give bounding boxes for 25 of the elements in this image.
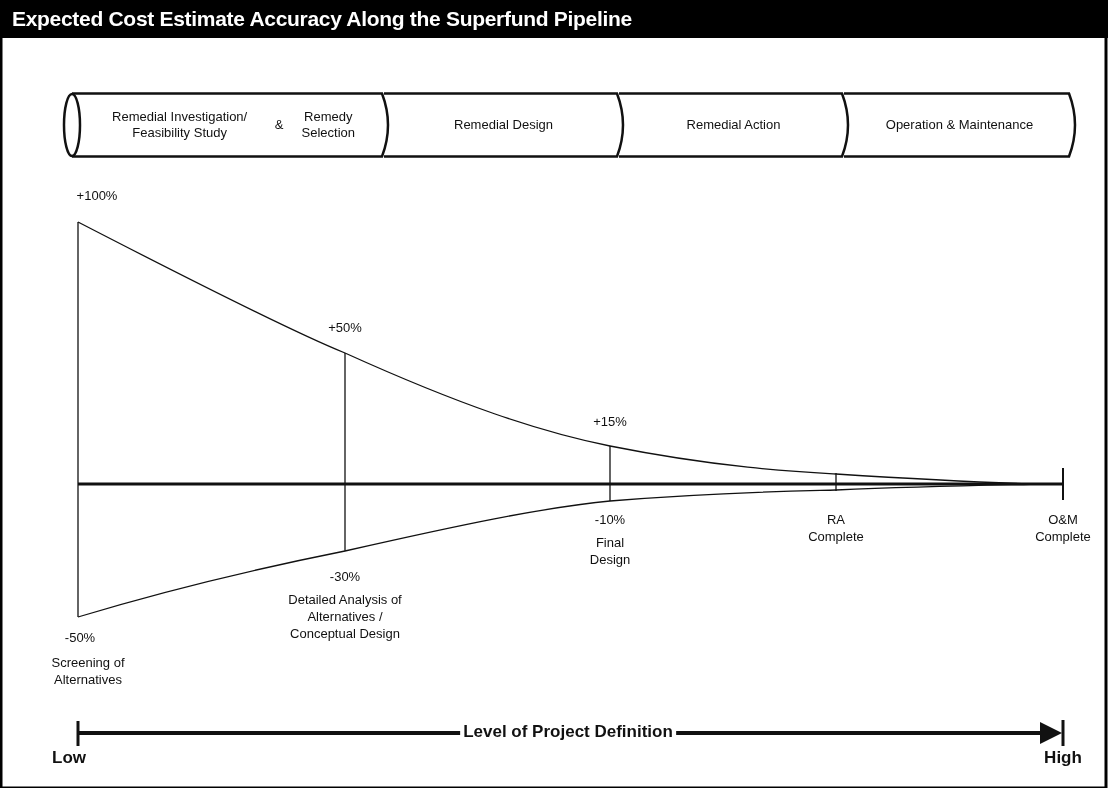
axis-title: Level of Project Definition — [460, 722, 676, 742]
milestone-label: Detailed Analysis of Alternatives / Conceptual Design — [287, 592, 403, 643]
pipeline-segment — [619, 92, 850, 158]
milestone-label: O&M Complete — [1034, 512, 1092, 546]
percent-label: -30% — [329, 569, 361, 586]
percent-label: +100% — [76, 188, 118, 205]
segment-label: Remedial Action — [686, 116, 781, 134]
milestone-label: RA Complete — [807, 512, 865, 546]
percent-label: +50% — [328, 320, 362, 337]
axis-end-label: Low — [52, 748, 86, 768]
connector-text: & — [274, 116, 284, 134]
title-bar: Expected Cost Estimate Accuracy Along the Superfund Pipeline — [0, 0, 1108, 38]
segment-label: Remedial Design — [454, 116, 553, 134]
milestone-label: Final Design — [588, 535, 632, 569]
pipeline-segment — [384, 92, 625, 158]
milestone-label: Screening of Alternatives — [50, 655, 126, 689]
percent-label: -50% — [64, 630, 96, 647]
percent-label: -10% — [594, 512, 626, 529]
pipeline-segment — [844, 92, 1077, 158]
percent-label: +15% — [593, 414, 627, 431]
pipeline-segment — [62, 92, 390, 158]
segment-label: Operation & Maintenance — [885, 116, 1034, 134]
segment-label: Remedy Selection — [300, 108, 357, 142]
axis-end-label: High — [1044, 748, 1082, 768]
segment-label: Remedial Investigation/ Feasibility Study — [111, 108, 249, 142]
